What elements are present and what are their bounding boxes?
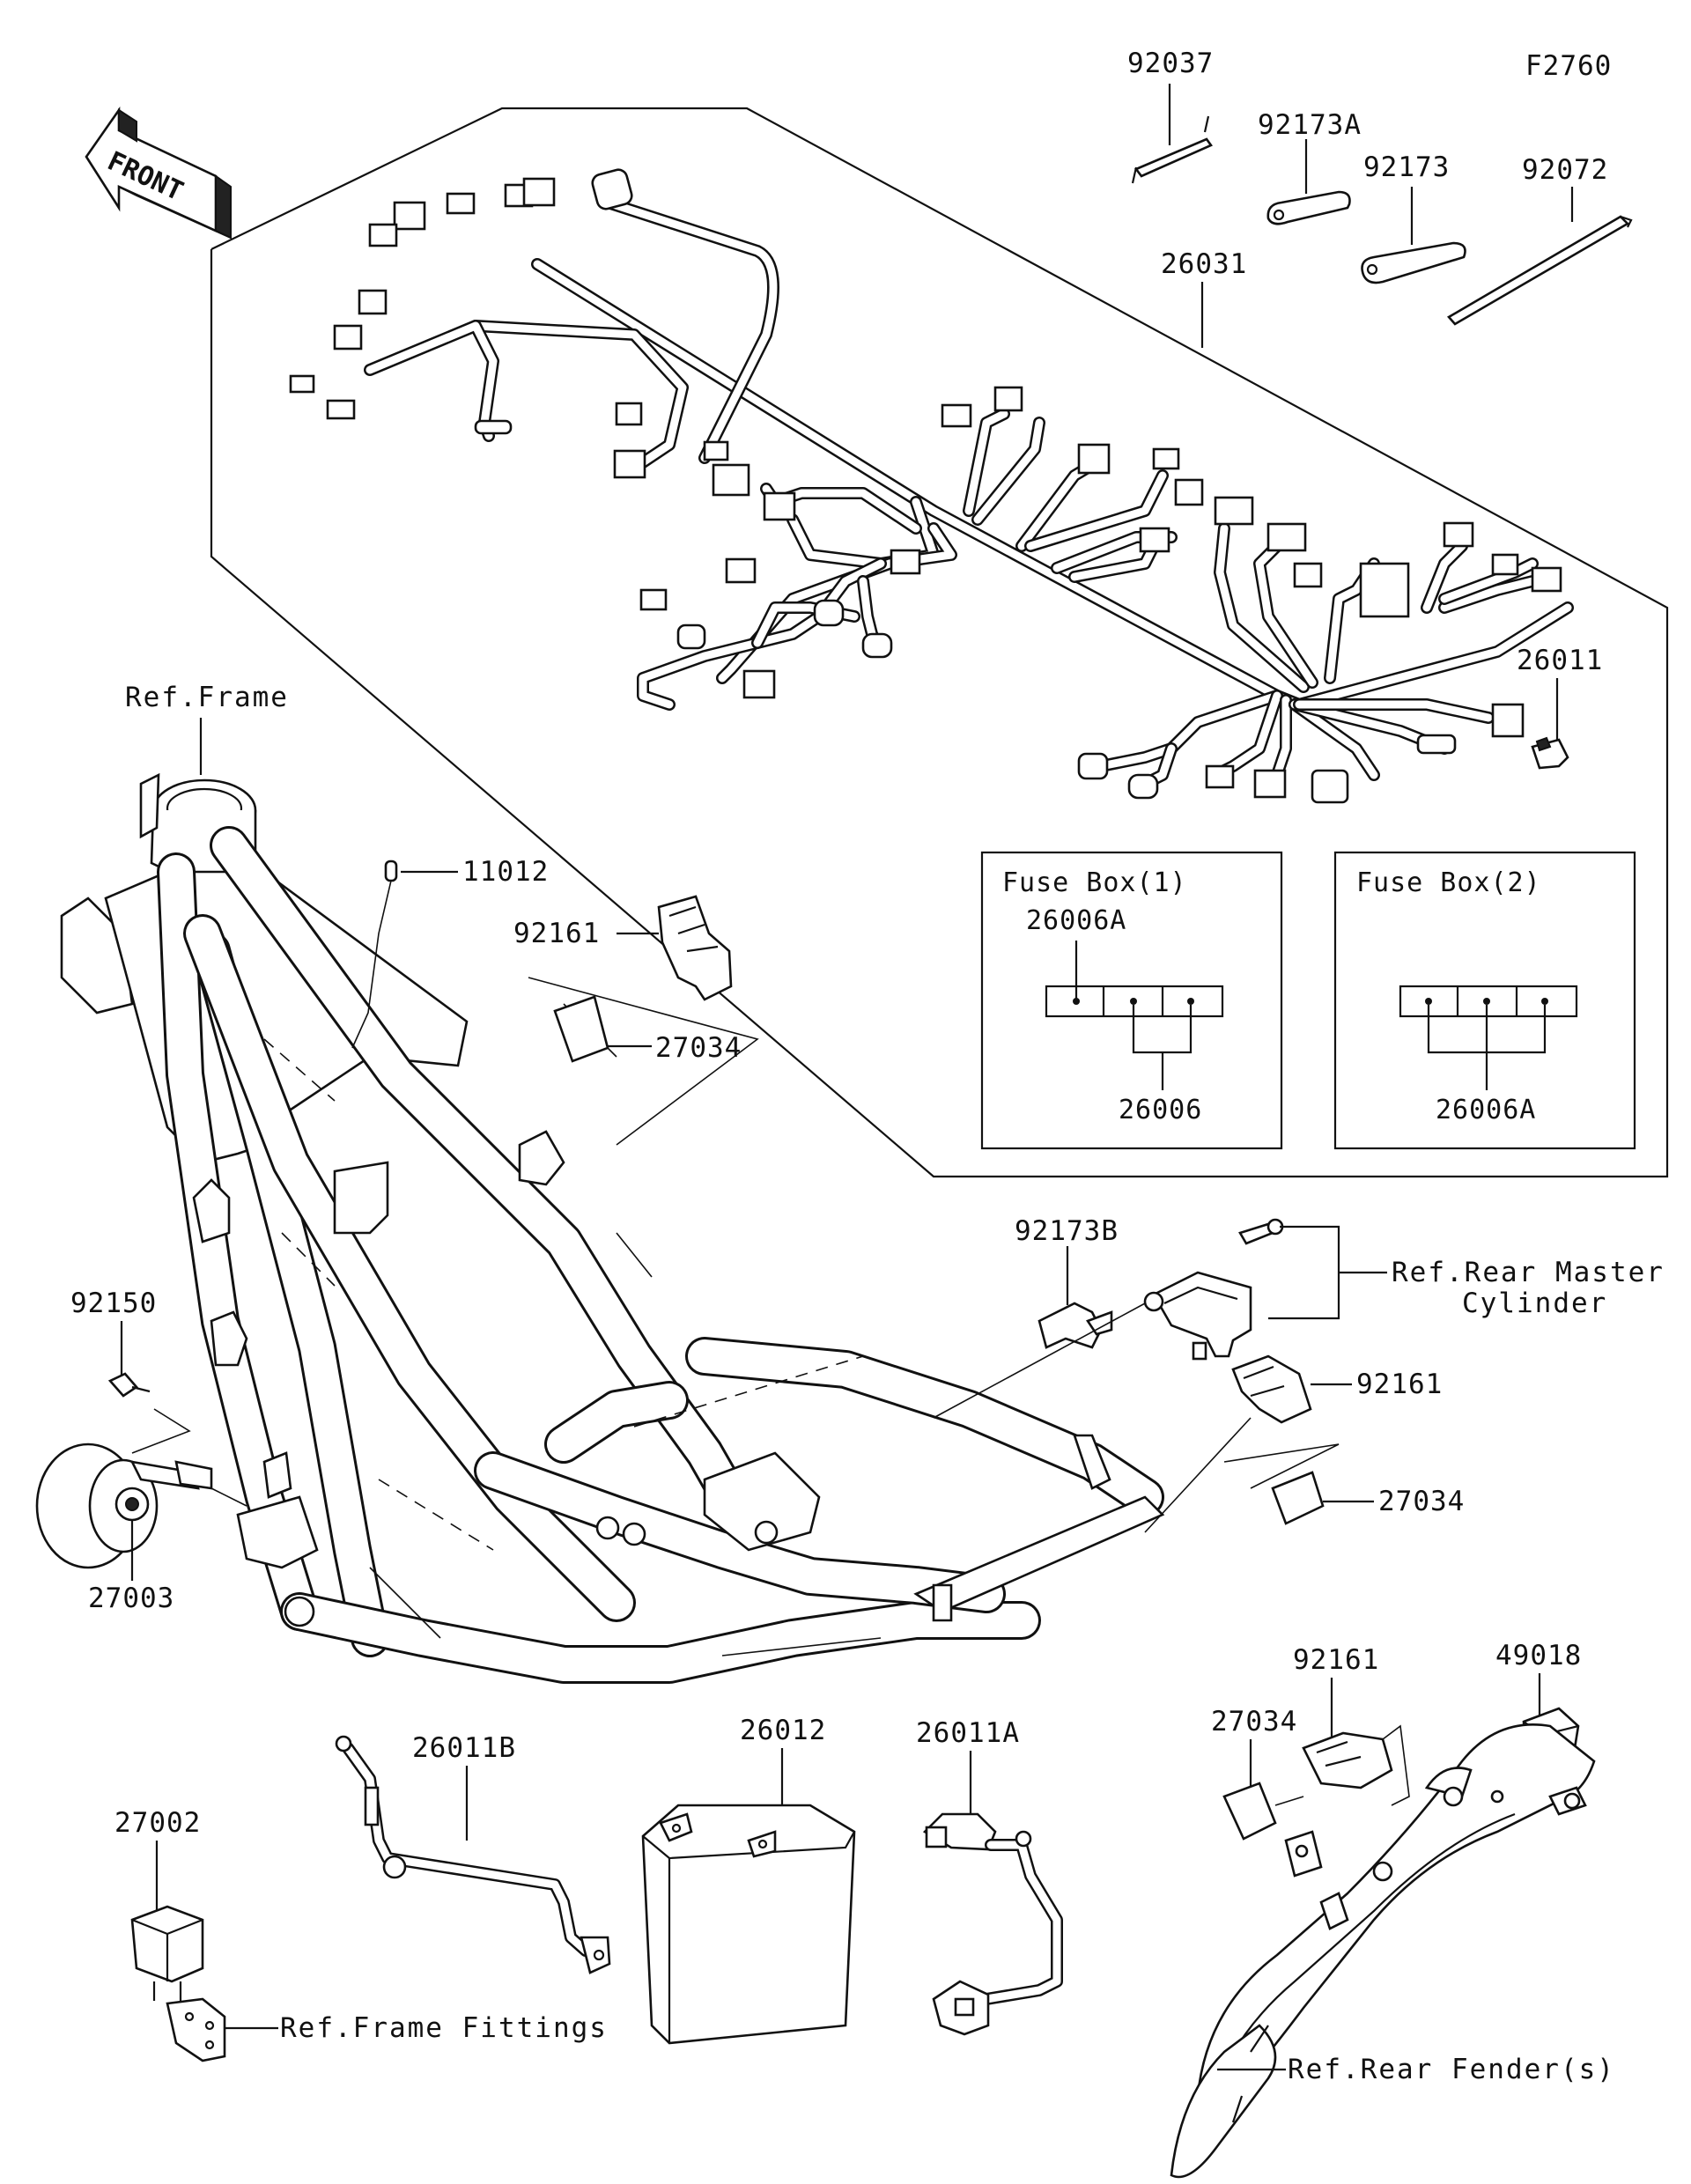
part-92161-mid [1144, 1354, 1352, 1533]
fuse-box-2-bottom-label: 26006A [1436, 1095, 1536, 1125]
main-wire-harness-26031 [289, 168, 1574, 804]
label-27034-top: 27034 [655, 1032, 742, 1064]
rear-fender [1170, 1723, 1596, 2179]
label-92072: 92072 [1522, 154, 1608, 186]
rear-master-cylinder [933, 1218, 1387, 1419]
part-92173B-bracket [1037, 1246, 1113, 1349]
label-27034-low: 27034 [1211, 1706, 1297, 1738]
ref-frame-fittings: Ref.Frame Fittings [280, 2012, 608, 2044]
label-92161-mid: 92161 [1356, 1369, 1443, 1400]
ref-rear-master-line2: Cylinder [1462, 1288, 1607, 1319]
fuse-box-1: Fuse Box(1) 26006A 26006 [980, 851, 1283, 1150]
fuse-box-1-title: Fuse Box(1) [1002, 867, 1187, 898]
front-arrow-badge: FRONT [85, 106, 232, 240]
part-11012 [351, 860, 458, 1049]
part-26011-terminal [1531, 678, 1569, 770]
part-92161-top [617, 895, 733, 1001]
part-26011B-cable [335, 1735, 611, 1974]
part-27034-low [1222, 1782, 1304, 1841]
part-27003-horn [35, 1408, 247, 1581]
label-92150: 92150 [70, 1288, 157, 1319]
motorcycle-frame [60, 772, 1165, 1684]
label-49018: 49018 [1495, 1640, 1582, 1671]
ref-rear-fender: Ref.Rear Fender(s) [1288, 2054, 1615, 2085]
label-27003: 27003 [88, 1583, 174, 1614]
ref-frame: Ref.Frame [125, 682, 289, 713]
fuse-box-2-title: Fuse Box(2) [1356, 867, 1541, 898]
label-26011: 26011 [1517, 645, 1603, 676]
label-92037: 92037 [1127, 48, 1214, 79]
label-92173: 92173 [1363, 151, 1450, 183]
part-92161-low [1302, 1724, 1410, 1806]
part-27034-top [528, 977, 759, 1146]
part-26012-battery [641, 1804, 856, 2045]
figure-code: F2760 [1525, 50, 1612, 82]
label-92161-top: 92161 [513, 918, 600, 949]
label-27002: 27002 [114, 1807, 201, 1839]
part-26011A-cable [922, 1812, 1063, 2036]
part-92173-clamp [1361, 187, 1466, 284]
label-26012: 26012 [740, 1715, 826, 1746]
part-92150-bolt [107, 1372, 151, 1398]
fuse-box-1-top-label: 26006A [1026, 905, 1126, 936]
part-92037-clamp [1131, 84, 1213, 184]
ref-rear-master-line1: Ref.Rear Master [1392, 1257, 1665, 1288]
label-92161-low: 92161 [1293, 1644, 1379, 1676]
part-27002-relay [130, 1905, 278, 2062]
label-26031: 26031 [1161, 248, 1247, 280]
part-92173A-clamp [1266, 139, 1351, 225]
harness-outline [210, 107, 1669, 1178]
label-26011A: 26011A [916, 1717, 1020, 1749]
fuse-box-1-bottom-label: 26006 [1119, 1095, 1202, 1125]
label-92173B: 92173B [1015, 1215, 1119, 1247]
label-92173A: 92173A [1258, 109, 1362, 141]
label-11012: 11012 [462, 856, 549, 888]
part-27034-mid [1223, 1443, 1374, 1525]
label-27034-mid: 27034 [1378, 1486, 1465, 1517]
part-92072-cable-tie [1446, 187, 1633, 326]
fuse-box-2: Fuse Box(2) 26006A [1333, 851, 1636, 1150]
label-26011B: 26011B [412, 1732, 516, 1764]
